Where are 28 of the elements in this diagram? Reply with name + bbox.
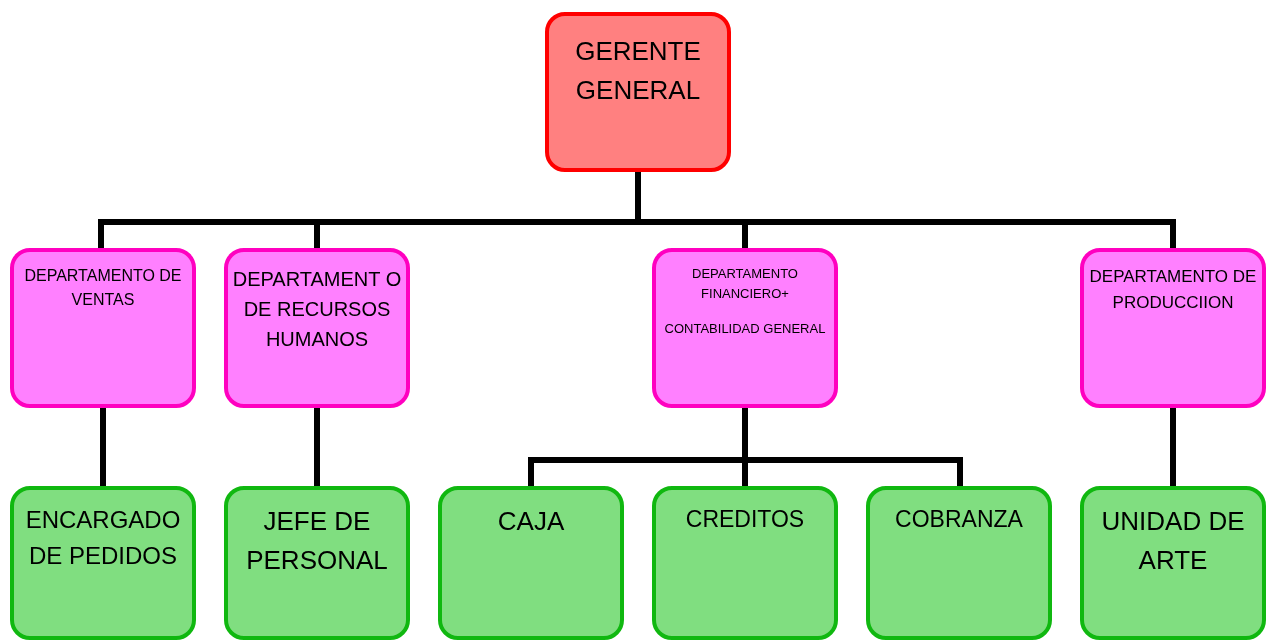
node-label: DEPARTAMENT O DE RECURSOS HUMANOS <box>231 267 403 352</box>
connector-line <box>742 408 963 486</box>
connector-line <box>314 408 320 486</box>
unit-box <box>438 486 624 640</box>
department-box <box>224 248 410 408</box>
connector-line <box>635 172 1176 248</box>
unit-box <box>224 486 410 640</box>
node-label: CONTABILIDAD GENERAL <box>663 319 827 338</box>
node-label: JEFE DE PERSONAL <box>245 505 389 577</box>
node-label: CREDITOS <box>684 505 806 534</box>
connector-line <box>100 408 106 486</box>
unit-box <box>866 486 1052 640</box>
unit-box <box>652 486 838 640</box>
node-label: ENCARGADO DE PEDIDOS <box>24 505 182 571</box>
manager-box <box>545 12 731 172</box>
node-label: UNIDAD DE ARTE <box>1100 505 1246 577</box>
node-label: DEPARTAMENTO DE PRODUCCIION <box>1088 266 1258 314</box>
node-label: COBRANZA <box>894 505 1024 534</box>
department-box <box>1080 248 1266 408</box>
node-label: GERENTE GENERAL <box>574 35 702 107</box>
unit-box <box>10 486 196 640</box>
connector-line <box>1170 408 1176 486</box>
node-label: DEPARTAMENTO DE VENTAS <box>23 266 183 310</box>
department-box <box>652 248 838 408</box>
node-label: DEPARTAMENTO FINANCIERO+ <box>691 265 799 303</box>
department-box <box>10 248 196 408</box>
unit-box <box>1080 486 1266 640</box>
node-label: CAJA <box>496 505 566 538</box>
